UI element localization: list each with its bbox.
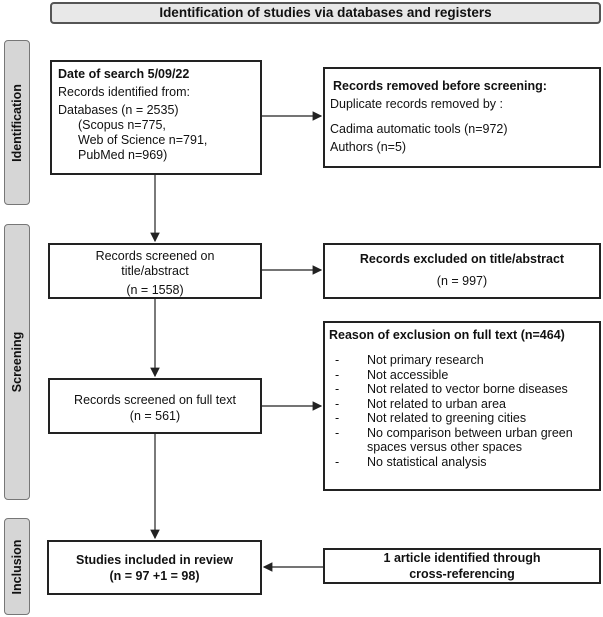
reason-item: Not related to greening cities [325, 411, 595, 426]
cross-ref-line1: 1 article identified through [383, 551, 541, 565]
reason-item: No comparison between urban green spaces… [325, 426, 595, 455]
reason-item: No statistical analysis [325, 455, 595, 470]
wos-count: Web of Science n=791, [78, 133, 208, 147]
stage-inclusion: Inclusion [4, 518, 30, 615]
screened-full-count: (n = 561) [129, 409, 181, 423]
records-removed-box: Records removed before screening: Duplic… [323, 67, 601, 168]
exclusion-reasons-list: Not primary research Not accessible Not … [325, 353, 595, 469]
excluded-title-count: (n = 997) [436, 274, 488, 288]
duplicates-label: Duplicate records removed by : [330, 97, 503, 111]
authors-count: Authors (n=5) [330, 140, 407, 154]
screened-title-count: (n = 1558) [126, 283, 184, 297]
exclusion-reasons-box: Reason of exclusion on full text (n=464)… [323, 321, 601, 491]
scopus-count: (Scopus n=775, [78, 118, 166, 132]
excluded-title-box: Records excluded on title/abstract (n = … [323, 243, 601, 299]
records-identified-box: Date of search 5/09/22 Records identifie… [50, 60, 262, 175]
cross-referencing-box: 1 article identified through cross-refer… [323, 548, 601, 584]
databases-count: Databases (n = 2535) [58, 103, 179, 117]
cadima-count: Cadima automatic tools (n=972) [330, 122, 508, 136]
pubmed-count: PubMed n=969) [78, 148, 168, 162]
screened-full-box: Records screened on full text (n = 561) [48, 378, 262, 434]
exclusion-reasons-heading: Reason of exclusion on full text (n=464) [329, 328, 565, 342]
search-date: Date of search 5/09/22 [58, 67, 190, 81]
records-identified-label: Records identified from: [58, 85, 191, 99]
cross-ref-line2: cross-referencing [409, 567, 515, 581]
screened-title-line1: Records screened on [95, 249, 215, 263]
diagram-title: Identification of studies via databases … [50, 2, 601, 24]
screened-title-box: Records screened on title/abstract (n = … [48, 243, 262, 299]
included-line1: Studies included in review [76, 553, 233, 567]
reason-item: Not accessible [325, 368, 595, 383]
screened-full-line1: Records screened on full text [74, 393, 236, 407]
excluded-title-heading: Records excluded on title/abstract [359, 252, 565, 266]
reason-item: Not related to urban area [325, 397, 595, 412]
included-count: (n = 97 +1 = 98) [109, 569, 200, 583]
studies-included-box: Studies included in review (n = 97 +1 = … [47, 540, 262, 595]
reason-item: Not primary research [325, 353, 595, 368]
reason-item: Not related to vector borne diseases [325, 382, 595, 397]
stage-screening: Screening [4, 224, 30, 500]
screened-title-line2: title/abstract [121, 264, 189, 278]
stage-identification: Identification [4, 40, 30, 205]
removed-heading: Records removed before screening: [333, 79, 547, 93]
